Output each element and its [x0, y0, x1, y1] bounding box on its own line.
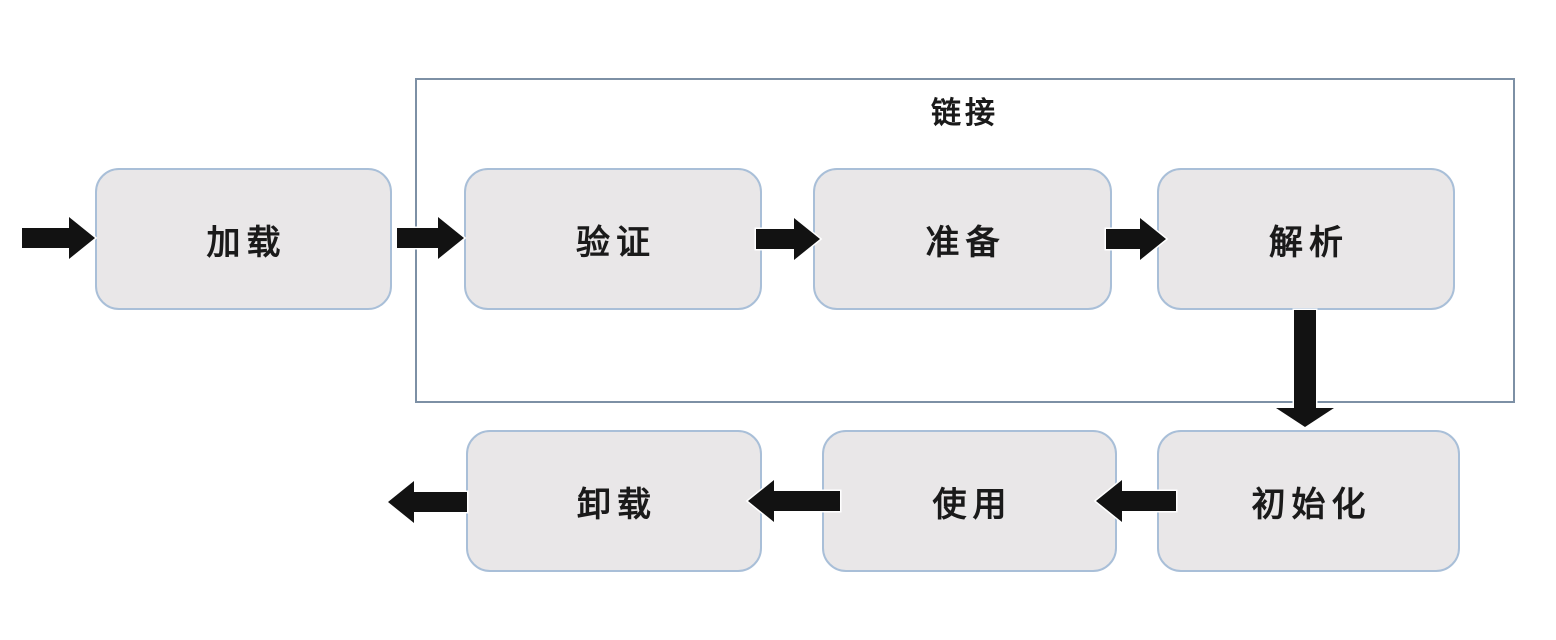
node-resolution-label: 解析: [1269, 224, 1349, 262]
node-verification-label: 验证: [576, 224, 656, 262]
node-using: 使用: [822, 430, 1117, 572]
arrow-unloading-to-exit: [385, 477, 469, 527]
node-verification: 验证: [464, 168, 762, 310]
node-preparation: 准备: [813, 168, 1112, 310]
node-loading-label: 加载: [206, 224, 287, 262]
node-using-label: 使用: [932, 486, 1013, 524]
node-resolution: 解析: [1157, 168, 1455, 310]
node-unloading: 卸载: [466, 430, 762, 572]
node-loading: 加载: [95, 168, 392, 310]
arrow-entry-to-loading: [20, 213, 98, 263]
node-preparation-label: 准备: [925, 224, 1006, 262]
node-initialization: 初始化: [1157, 430, 1460, 572]
node-initialization-label: 初始化: [1251, 486, 1372, 524]
linking-group-label: 链接: [931, 97, 999, 130]
node-unloading-label: 卸载: [577, 486, 657, 524]
